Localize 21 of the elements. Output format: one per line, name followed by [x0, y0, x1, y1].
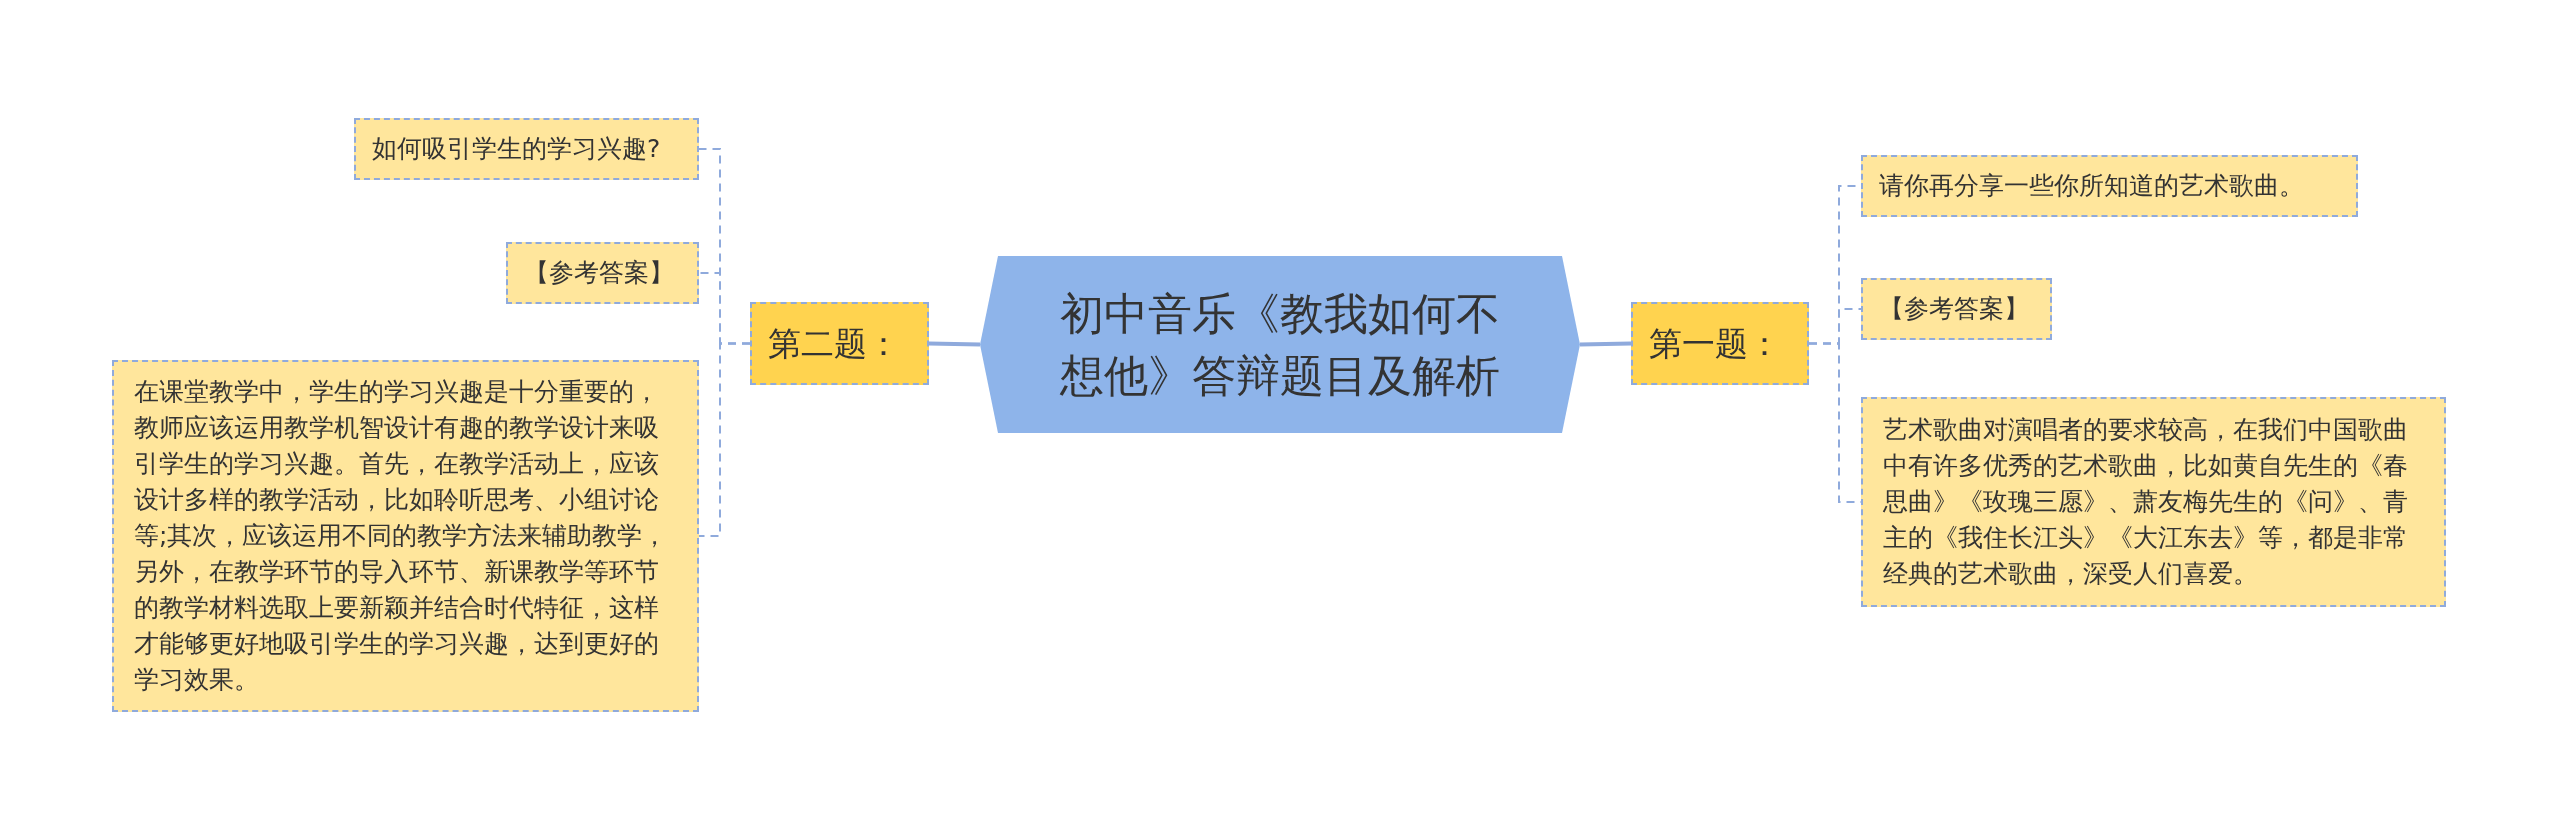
answer-box — [1861, 397, 2446, 607]
answer-box — [112, 360, 699, 712]
node-text: 在课堂教学中，学生的学习兴趣是十分重要的，教师应该运用教学机智设计有趣的教学设计来吸引学生的学习兴趣。首先，在教学活动上，应该设计多样的教学活动，比如聆听思考、小组讨论等;其次，应该运用不同的教学方法来辅助教学，另外，在教学环节的导入环节、新课教学等环节的教学材料选取上要新颖并结合时代特征，这样才能够更好地吸引学生的学习兴趣，达到更好的学习效果。 — [134, 376, 669, 696]
connector-line — [698, 342, 751, 537]
node-text: 【参考答案】 — [524, 257, 675, 290]
node-text: 第一题： — [1649, 322, 1782, 365]
topic-box — [750, 302, 929, 385]
subtopic-box — [1861, 155, 2358, 217]
subtopic-box — [506, 242, 699, 304]
subtopic-box — [354, 118, 699, 180]
node-text: 初中音乐《教我如何不想他》答辩题目及解析 — [1060, 286, 1500, 403]
node-text: 请你再分享一些你所知道的艺术歌曲。 — [1879, 170, 2305, 203]
connector-line — [1579, 341, 1632, 347]
central-topic-hexagon — [980, 256, 1580, 433]
connector-line — [928, 341, 981, 347]
node-text: 第二题： — [768, 322, 901, 365]
subtopic-box — [1861, 278, 2052, 340]
node-text: 艺术歌曲对演唱者的要求较高，在我们中国歌曲中有许多优秀的艺术歌曲，比如黄自先生的《春思曲》《玫瑰三愿》、萧友梅先生的《问》、青主的《我住长江头》《大江东去》等，都是非常经典的艺术歌曲，深受人们喜爱。 — [1883, 414, 2409, 590]
node-text: 如何吸引学生的学习兴趣? — [372, 133, 662, 166]
node-text: 【参考答案】 — [1879, 293, 2030, 326]
topic-box — [1631, 302, 1809, 385]
